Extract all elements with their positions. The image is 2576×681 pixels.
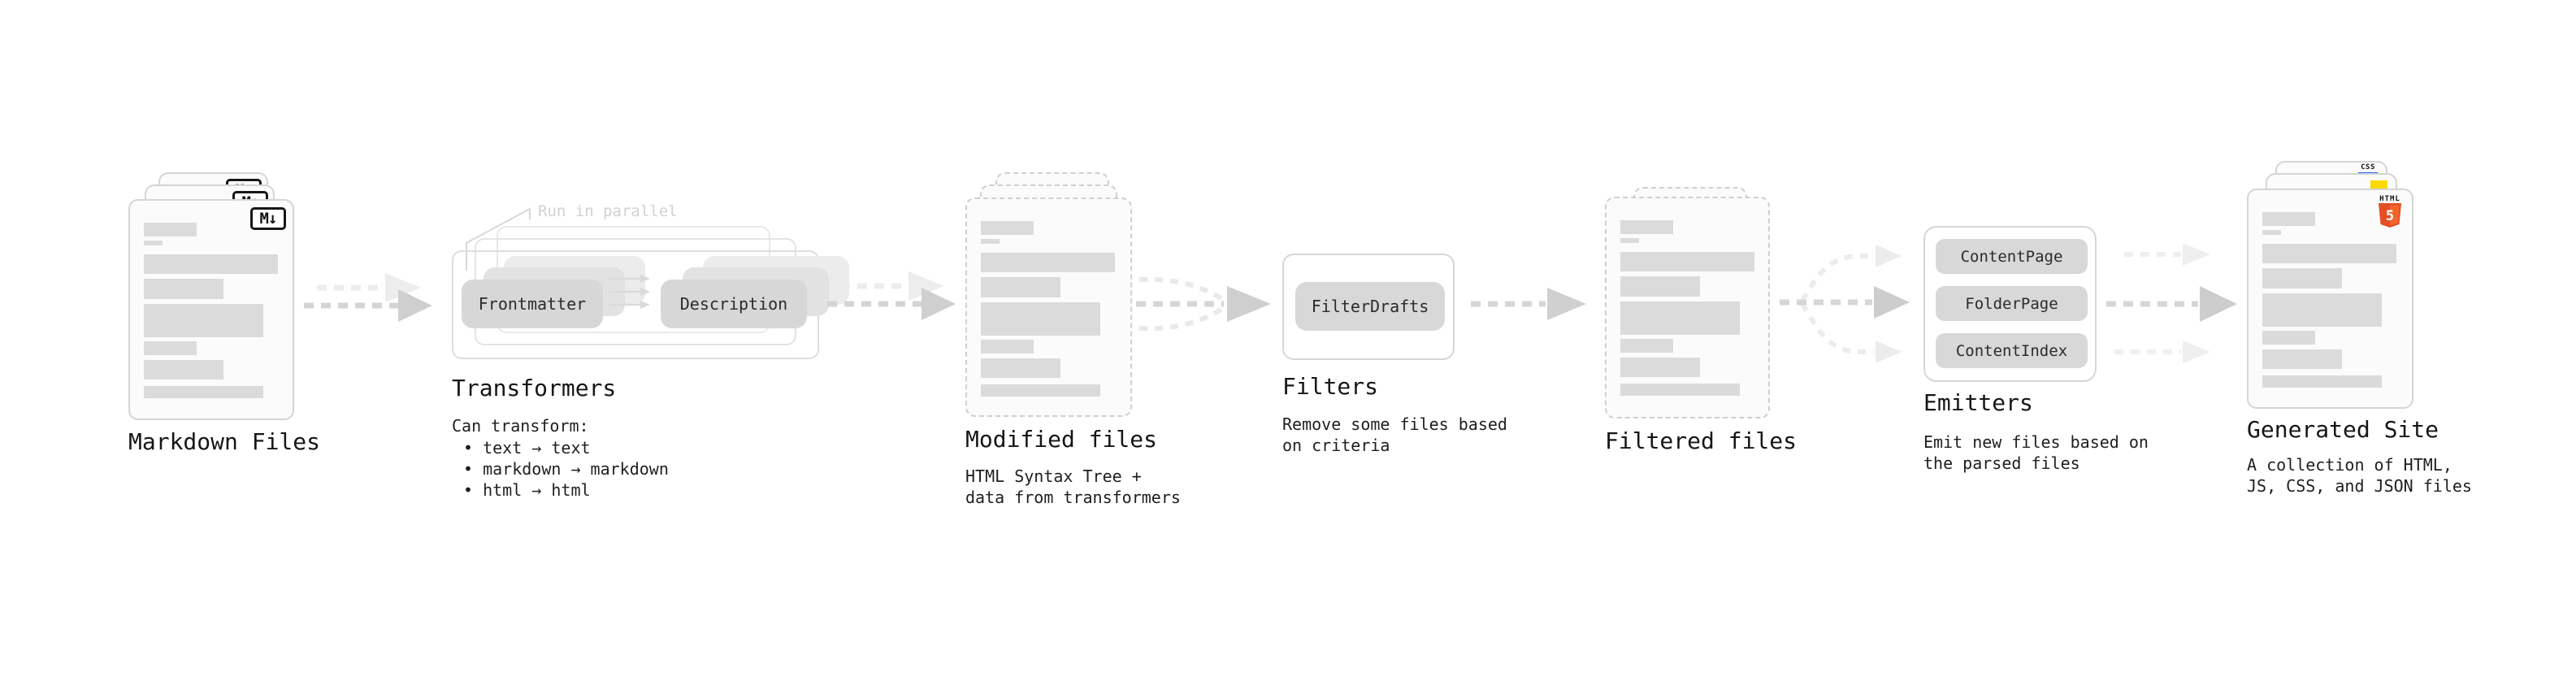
skeleton-bar — [144, 254, 278, 274]
generated-file-card-html: HTML 5 — [2247, 189, 2413, 409]
desc-line: Emit new files based on — [1923, 432, 2149, 452]
stage-label-modified-files: Modified files — [965, 426, 1158, 453]
contentindex-pill: ContentIndex — [1936, 333, 2088, 368]
emitters-panel: ContentPage FolderPage ContentIndex — [1923, 226, 2097, 382]
skeleton-bar — [1620, 339, 1673, 353]
skeleton-bar — [981, 239, 1000, 244]
desc-line: JS, CSS, and JSON files — [2247, 476, 2472, 496]
markdown-icon-glyph: M↓ — [259, 210, 278, 228]
skeleton-bar — [144, 223, 197, 236]
generated-site-desc: A collection of HTML, JS, CSS, and JSON … — [2247, 454, 2472, 497]
skeleton-bar — [144, 386, 263, 398]
modified-files-desc: HTML Syntax Tree + data from transformer… — [965, 466, 1181, 508]
skeleton-bar — [2262, 268, 2342, 288]
flow-arrow-icon — [827, 271, 956, 320]
skeleton-bar — [2262, 375, 2382, 388]
desc-line: A collection of HTML, — [2247, 455, 2452, 475]
filters-panel: FilterDrafts — [1282, 254, 1455, 360]
skeleton-bar — [981, 340, 1034, 354]
frontmatter-pill: Frontmatter — [462, 280, 603, 328]
skeleton-bar — [981, 302, 1100, 336]
stage-label-emitters: Emitters — [1923, 389, 2033, 416]
desc-line: HTML Syntax Tree + — [965, 466, 1142, 486]
skeleton-bar — [2262, 349, 2342, 369]
markdown-icon: M↓ — [250, 207, 286, 230]
stage-label-generated-site: Generated Site — [2247, 416, 2439, 443]
skeleton-bar — [144, 241, 163, 245]
html5-icon-wordmark: HTML — [2379, 195, 2400, 203]
skeleton-bar — [1620, 276, 1700, 297]
converge-arrow-icon — [1136, 276, 1271, 332]
stage-label-filters: Filters — [1282, 373, 1379, 400]
css-icon-wordmark: CSS — [2361, 163, 2375, 171]
fanout-arrow-icon — [1780, 245, 1910, 363]
skeleton-bar — [1620, 358, 1700, 377]
desc-line: Remove some files based — [1282, 414, 1507, 434]
stage-label-transformers: Transformers — [452, 375, 617, 401]
skeleton-bar — [981, 277, 1060, 297]
desc-line: the parsed files — [1923, 453, 2080, 473]
skeleton-bar — [1620, 301, 1740, 335]
parallel-transform-arrows-icon — [609, 275, 650, 309]
skeleton-bar — [2262, 331, 2315, 345]
skeleton-bar — [144, 279, 223, 299]
skeleton-bar — [2262, 230, 2281, 235]
stage-label-markdown-files: Markdown Files — [128, 428, 321, 455]
emitters-desc: Emit new files based on the parsed files — [1923, 432, 2149, 474]
skeleton-bar — [981, 384, 1100, 397]
skeleton-bar — [981, 358, 1060, 378]
skeleton-bar — [1620, 384, 1740, 396]
skeleton-bar — [144, 341, 197, 355]
skeleton-bar — [2262, 212, 2315, 226]
html5-icon: HTML 5 — [2376, 195, 2404, 232]
skeleton-lines — [1620, 220, 1754, 396]
description-pill: Description — [661, 280, 807, 328]
filters-desc: Remove some files based on criteria — [1282, 414, 1507, 456]
skeleton-bar — [1620, 238, 1639, 243]
bullet-item: • markdown → markdown — [463, 459, 669, 479]
bullet-item: • html → html — [463, 480, 591, 500]
skeleton-bar — [2262, 293, 2382, 327]
skeleton-bar — [1620, 252, 1754, 271]
javascript-icon — [2370, 180, 2387, 189]
skeleton-bar — [144, 360, 223, 380]
skeleton-lines — [2262, 212, 2396, 388]
folderpage-pill: FolderPage — [1936, 286, 2088, 321]
skeleton-bar — [1620, 220, 1673, 234]
svg-text:5: 5 — [2386, 208, 2394, 224]
run-in-parallel-annotation: Run in parallel — [538, 202, 678, 220]
transformers-bullet-list: • text → text • markdown → markdown • ht… — [463, 437, 669, 501]
markdown-file-card-front: M↓ — [128, 199, 294, 420]
stage-label-filtered-files: Filtered files — [1605, 427, 1798, 454]
skeleton-bar — [144, 304, 263, 337]
contentpage-pill: ContentPage — [1936, 239, 2088, 274]
skeleton-bar — [981, 221, 1034, 235]
skeleton-bar — [2262, 244, 2396, 263]
annotation-leader-line — [466, 207, 531, 271]
triple-arrow-icon — [2106, 243, 2237, 363]
modified-file-card-front — [965, 197, 1132, 417]
skeleton-lines — [981, 221, 1115, 397]
skeleton-lines — [144, 223, 278, 398]
desc-line: data from transformers — [965, 488, 1181, 507]
filtered-file-card-front — [1605, 197, 1770, 419]
html5-shield-icon: 5 — [2379, 203, 2401, 228]
bullet-item: • text → text — [463, 438, 591, 458]
flow-arrow-icon — [1471, 288, 1586, 320]
skeleton-bar — [981, 253, 1115, 272]
filterdrafts-pill: FilterDrafts — [1295, 282, 1445, 331]
desc-line: on criteria — [1282, 436, 1390, 455]
transformers-desc-heading: Can transform: — [452, 416, 589, 436]
flow-arrow-icon — [304, 273, 432, 322]
